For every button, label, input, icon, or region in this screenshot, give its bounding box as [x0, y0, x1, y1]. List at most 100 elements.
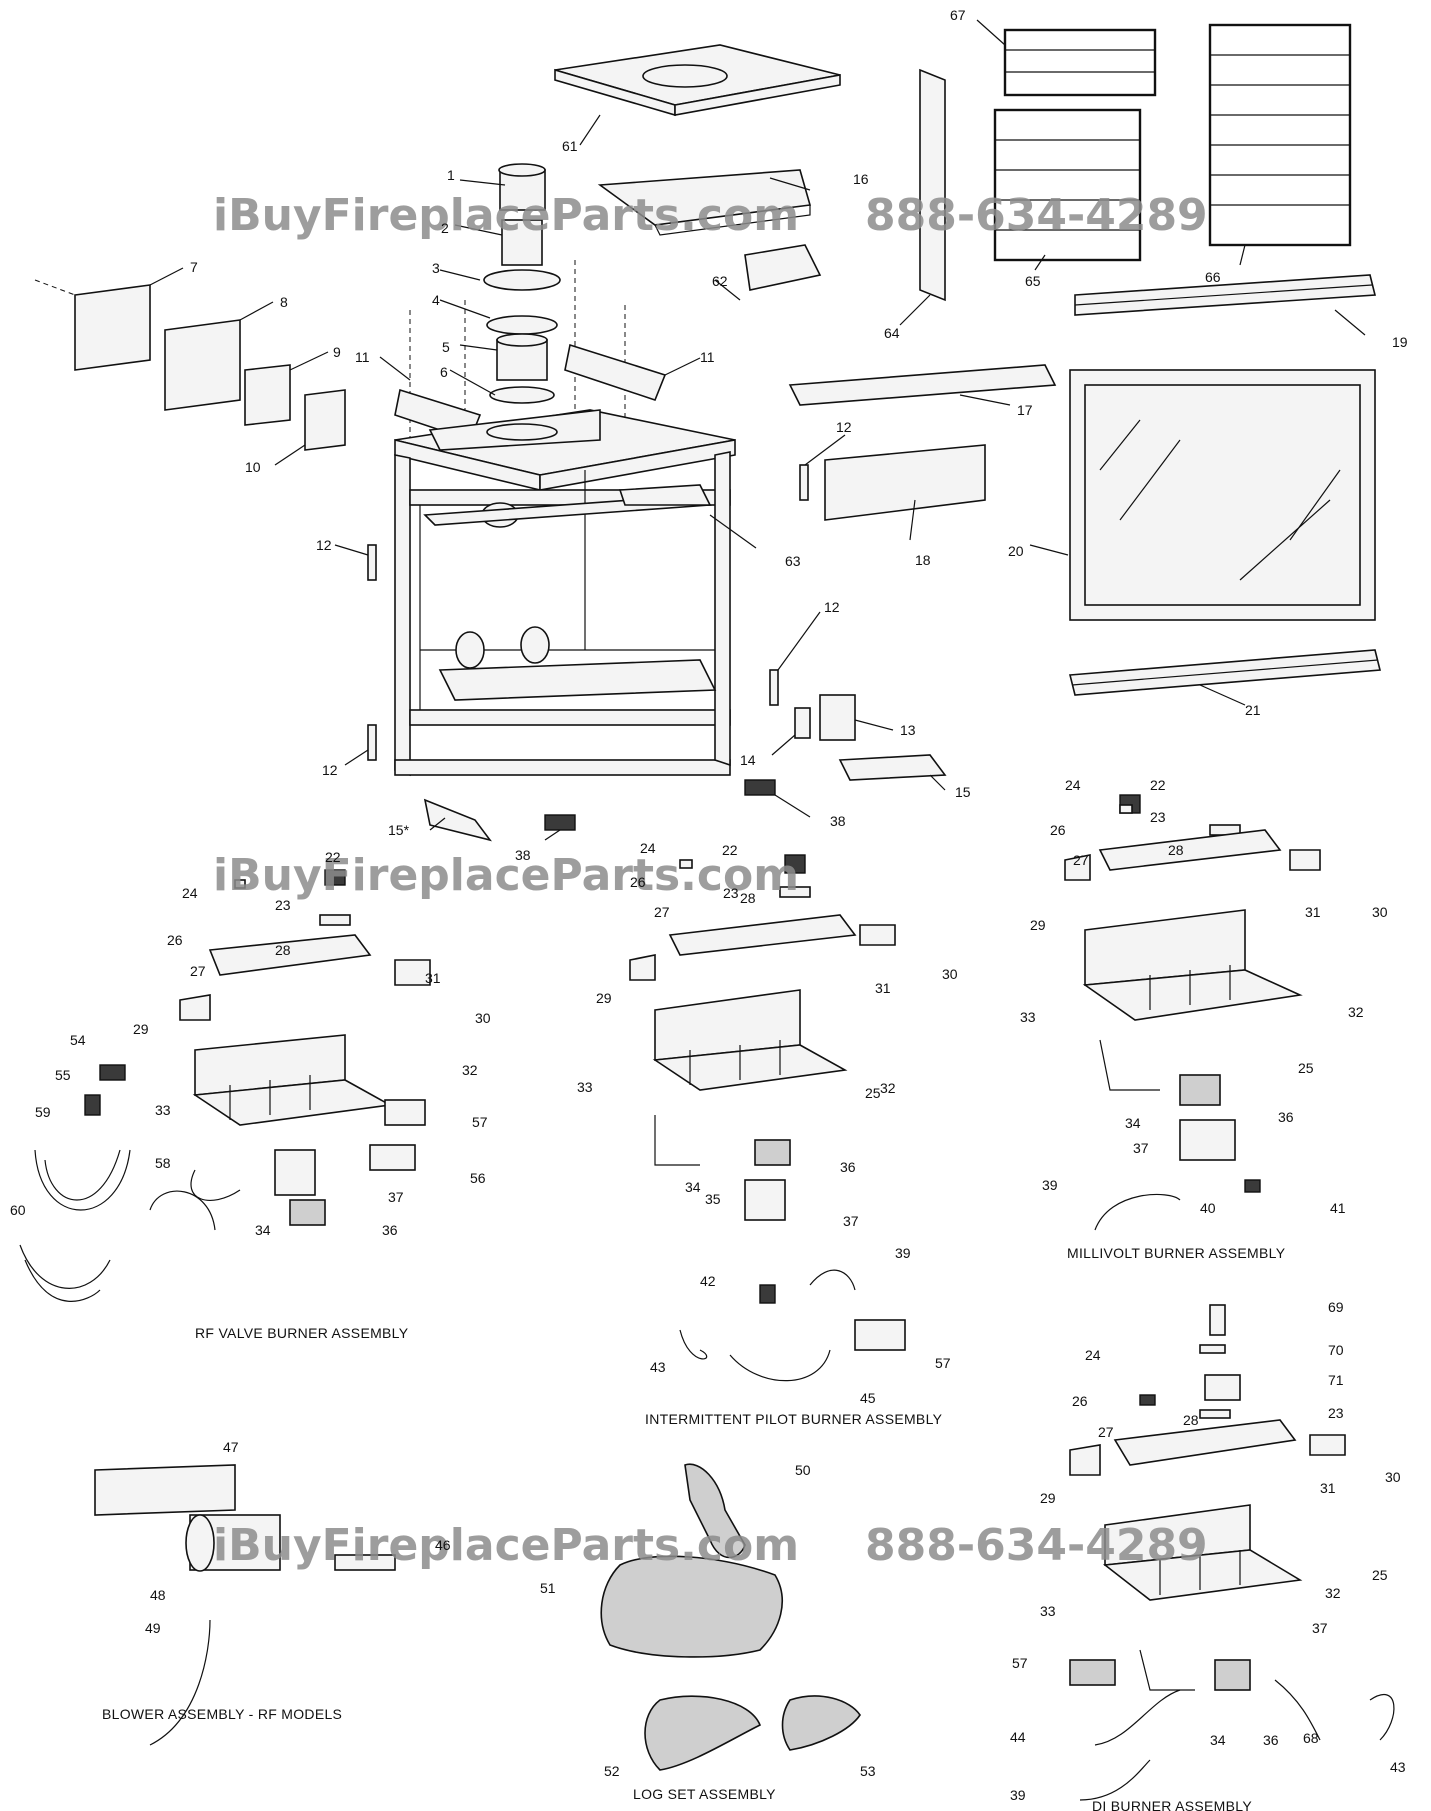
- callout-number: 29: [133, 1021, 149, 1037]
- section-captions: RF VALVE BURNER ASSEMBLY INTERMITTENT PI…: [102, 1245, 1285, 1811]
- callout-number: 57: [472, 1114, 488, 1130]
- caption-blower: BLOWER ASSEMBLY - RF MODELS: [102, 1706, 342, 1722]
- callout-numbers: 1 2 3 4 5 6 7 8 9 10 11 11 12 12 12 12 1…: [10, 7, 1408, 1803]
- firebox-assembly: [367, 44, 947, 842]
- callout-number: 38: [830, 813, 846, 829]
- callout-number: 46: [435, 1537, 451, 1553]
- callout-number: 52: [604, 1763, 620, 1779]
- callout-number: 51: [540, 1580, 556, 1596]
- callout-number: 70: [1328, 1342, 1344, 1358]
- callout-number: 66: [1205, 269, 1221, 285]
- callout-number: 41: [1330, 1200, 1346, 1216]
- callout-number: 18: [915, 552, 931, 568]
- callout-number: 64: [884, 325, 900, 341]
- callout-number: 28: [1168, 842, 1184, 858]
- callout-number: 58: [155, 1155, 171, 1171]
- watermarks: iBuyFireplaceParts.com 888-634-4289 iBuy…: [213, 190, 1208, 1571]
- callout-number: 33: [1020, 1009, 1036, 1025]
- callout-number: 34: [255, 1222, 271, 1238]
- callout-number: 44: [1010, 1729, 1026, 1745]
- callout-number: 33: [1040, 1603, 1056, 1619]
- callout-number: 65: [1025, 273, 1041, 289]
- callout-number: 11: [355, 349, 370, 365]
- callout-number: 23: [1150, 809, 1166, 825]
- callout-number: 29: [596, 990, 612, 1006]
- callout-number: 24: [1085, 1347, 1101, 1363]
- callout-number: 34: [1125, 1115, 1141, 1131]
- callout-number: 28: [275, 942, 291, 958]
- callout-number: 25: [1372, 1567, 1388, 1583]
- callout-number: 31: [1305, 904, 1321, 920]
- callout-number: 50: [795, 1462, 811, 1478]
- callout-number: 57: [935, 1355, 951, 1371]
- callout-number: 54: [70, 1032, 86, 1048]
- callout-number: 6: [440, 364, 448, 380]
- callout-number: 11: [700, 349, 715, 365]
- callout-number: 17: [1017, 402, 1033, 418]
- callout-number: 40: [1200, 1200, 1216, 1216]
- leader-lines: [149, 19, 1366, 841]
- log-set-assembly: [600, 1463, 861, 1771]
- callout-number: 12: [836, 419, 852, 435]
- callout-number: 36: [1263, 1732, 1279, 1748]
- callout-number: 63: [785, 553, 801, 569]
- callout-number: 4: [432, 292, 440, 308]
- callout-number: 2: [441, 220, 449, 236]
- millivolt-burner-assembly: [1064, 794, 1321, 1231]
- callout-number: 30: [1372, 904, 1388, 920]
- callout-number: 32: [880, 1080, 896, 1096]
- watermark-phone-1: 888-634-4289: [865, 190, 1208, 241]
- callout-number: 37: [1133, 1140, 1149, 1156]
- callout-number: 22: [325, 849, 341, 865]
- callout-number: 5: [442, 339, 450, 355]
- callout-number: 59: [35, 1104, 51, 1120]
- callout-number: 32: [1348, 1004, 1364, 1020]
- callout-number: 49: [145, 1620, 161, 1636]
- watermark-phone-2: 888-634-4289: [865, 1520, 1208, 1571]
- callout-number: 30: [1385, 1469, 1401, 1485]
- di-burner-assembly: [1069, 1304, 1395, 1801]
- callout-number: 37: [1312, 1620, 1328, 1636]
- callout-number: 31: [875, 980, 891, 996]
- callout-number: 47: [223, 1439, 239, 1455]
- callout-number: 30: [942, 966, 958, 982]
- callout-number: 12: [824, 599, 840, 615]
- callout-number: 36: [382, 1222, 398, 1238]
- callout-number: 71: [1328, 1372, 1344, 1388]
- callout-number: 25: [865, 1085, 881, 1101]
- callout-number: 55: [55, 1067, 71, 1083]
- callout-number: 27: [654, 904, 670, 920]
- callout-number: 31: [425, 970, 441, 986]
- callout-number: 34: [685, 1179, 701, 1195]
- callout-number: 15: [955, 784, 971, 800]
- callout-number: 43: [1390, 1759, 1406, 1775]
- callout-number: 26: [1072, 1393, 1088, 1409]
- watermark-site-2: iBuyFireplaceParts.com: [213, 850, 799, 901]
- callout-number: 25: [1298, 1060, 1314, 1076]
- callout-number: 23: [723, 885, 739, 901]
- rf-valve-burner-assembly: [19, 869, 431, 1302]
- callout-number: 23: [275, 897, 291, 913]
- callout-number: 13: [900, 722, 916, 738]
- caption-intermittent: INTERMITTENT PILOT BURNER ASSEMBLY: [645, 1411, 943, 1427]
- callout-number: 33: [155, 1102, 171, 1118]
- callout-number: 27: [190, 963, 206, 979]
- caption-logset: LOG SET ASSEMBLY: [633, 1786, 776, 1802]
- caption-rf-valve: RF VALVE BURNER ASSEMBLY: [195, 1325, 409, 1341]
- callout-number: 24: [640, 840, 656, 856]
- callout-number: 27: [1073, 852, 1089, 868]
- callout-number: 3: [432, 260, 440, 276]
- callout-number: 32: [462, 1062, 478, 1078]
- callout-number: 38: [515, 847, 531, 863]
- callout-number: 39: [1042, 1177, 1058, 1193]
- callout-number: 21: [1245, 702, 1261, 718]
- callout-number: 28: [1183, 1412, 1199, 1428]
- callout-number: 39: [1010, 1787, 1026, 1803]
- callout-number: 48: [150, 1587, 166, 1603]
- callout-number: 32: [1325, 1585, 1341, 1601]
- callout-number: 34: [1210, 1732, 1226, 1748]
- intermittent-pilot-burner-assembly: [629, 854, 906, 1382]
- callout-number: 29: [1030, 917, 1046, 933]
- callout-number: 14: [740, 752, 756, 768]
